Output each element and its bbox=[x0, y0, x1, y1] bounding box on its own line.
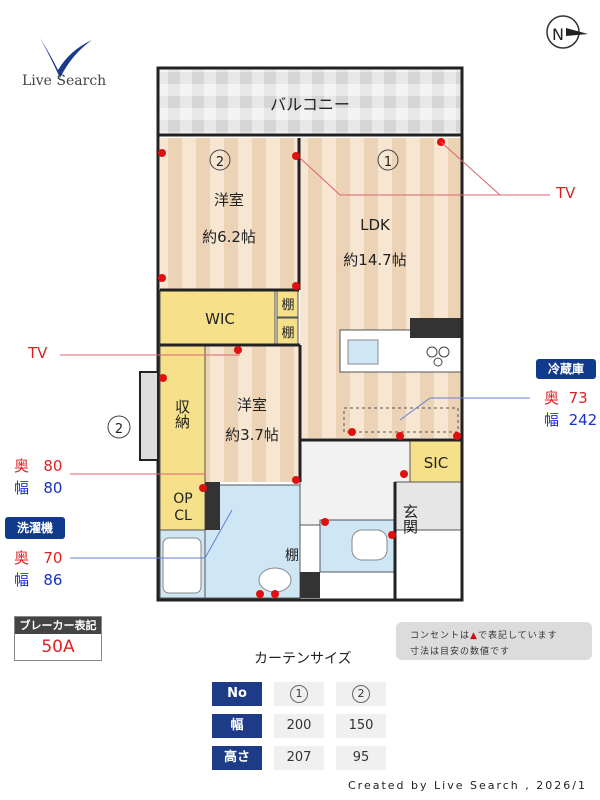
svg-text:棚: 棚 bbox=[281, 326, 294, 341]
footer-credit: Created by Live Search , 2026/1 bbox=[348, 779, 587, 792]
ldk-room bbox=[300, 138, 462, 438]
storage bbox=[159, 344, 206, 531]
balcony-label: バルコニー bbox=[270, 95, 350, 114]
toilet-bowl bbox=[351, 529, 388, 561]
fridge-space bbox=[343, 407, 459, 433]
fridge-column bbox=[410, 318, 462, 338]
tv-label-left: TV bbox=[28, 344, 48, 362]
washer-badge: 洗濯機 bbox=[5, 517, 65, 539]
western-room-1-size: 約6.2帖 bbox=[202, 228, 256, 246]
breaker-value: 50A bbox=[41, 637, 75, 657]
western-room-2 bbox=[205, 345, 300, 482]
svg-text:1: 1 bbox=[384, 155, 392, 170]
svg-text:N: N bbox=[552, 25, 564, 44]
ldk-size: 約14.7帖 bbox=[343, 251, 406, 269]
wic-label: WIC bbox=[205, 310, 235, 328]
logo-text: Live Search bbox=[22, 73, 107, 89]
notes-box: コンセントは▲で表記しています 寸法は目安の数値です bbox=[396, 622, 592, 660]
svg-text:CL: CL bbox=[174, 508, 192, 524]
kitchen-sink bbox=[347, 339, 379, 365]
svg-text:2: 2 bbox=[115, 422, 123, 437]
live-search-logo bbox=[40, 38, 92, 78]
svg-text:2: 2 bbox=[216, 155, 224, 170]
breaker-box: ブレーカー表記 50A bbox=[14, 616, 102, 661]
western-room-1 bbox=[160, 138, 298, 290]
svg-text:OP: OP bbox=[173, 491, 192, 507]
tv-label-right: TV bbox=[556, 184, 576, 202]
western-room-1-name: 洋室 bbox=[214, 191, 244, 209]
compass-icon: N bbox=[546, 15, 588, 49]
wic bbox=[159, 289, 276, 346]
storage-label: 収納 bbox=[173, 399, 191, 430]
outlet-marker-icon: ▲ bbox=[470, 631, 478, 641]
breaker-label: ブレーカー表記 bbox=[15, 617, 101, 634]
western-room-2-name: 洋室 bbox=[237, 396, 267, 414]
sic-label: SIC bbox=[424, 454, 448, 472]
floor-plan: バルコニー bbox=[60, 66, 550, 602]
curtain-title: カーテンサイズ bbox=[254, 651, 352, 667]
sink bbox=[258, 567, 292, 593]
window-2 bbox=[139, 371, 159, 461]
fridge-badge: 冷蔵庫 bbox=[536, 359, 596, 379]
svg-text:棚: 棚 bbox=[285, 548, 299, 564]
western-room-2-size: 約3.7帖 bbox=[225, 426, 279, 444]
bathtub bbox=[162, 537, 202, 594]
entrance-label: 玄関 bbox=[401, 504, 419, 535]
svg-text:棚: 棚 bbox=[281, 298, 294, 313]
ldk-name: LDK bbox=[360, 216, 391, 234]
balcony bbox=[156, 66, 464, 137]
